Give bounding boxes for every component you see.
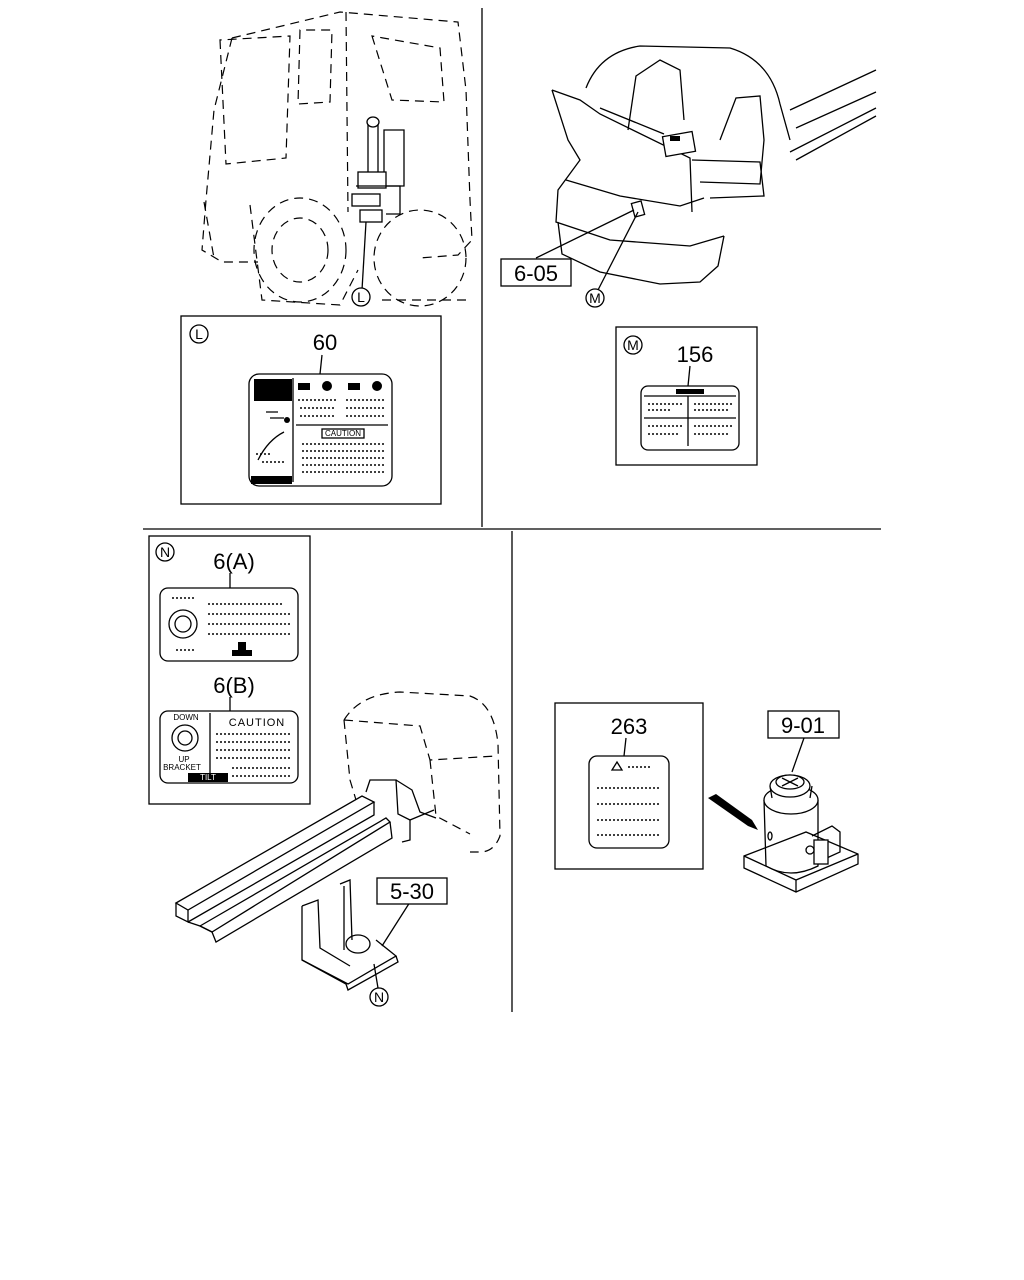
svg-text:L: L: [195, 326, 203, 342]
bottle-jack-illustration: [743, 774, 859, 893]
svg-text:CAUTION: CAUTION: [325, 429, 361, 438]
leader-lines-bottom-left: [373, 901, 411, 989]
leader-lines-top-right: [535, 209, 639, 291]
svg-text:L: L: [357, 289, 365, 305]
svg-text:9-01: 9-01: [781, 713, 825, 738]
svg-text:TILT: TILT: [200, 773, 216, 782]
svg-text:M: M: [627, 337, 639, 353]
callout-N-chassis: N: [369, 987, 389, 1007]
svg-text:BRACKET: BRACKET: [163, 763, 201, 772]
detail-box-M: M 156: [615, 326, 758, 466]
svg-text:6-05: 6-05: [514, 261, 558, 286]
svg-text:263: 263: [611, 714, 648, 739]
svg-text:156: 156: [677, 342, 714, 367]
chassis-illustration: [174, 691, 501, 991]
detail-box-N: N 6(A) 6(B) DOWN UP BRACKET TILT CAUTION: [148, 535, 311, 805]
svg-text:UP: UP: [178, 755, 189, 764]
leader-line-9-01: [791, 737, 805, 773]
ref-box-6-05[interactable]: 6-05: [500, 258, 572, 287]
cab-interior-illustration: [551, 45, 877, 285]
svg-text:6(A): 6(A): [213, 549, 255, 574]
svg-text:CAUTION: CAUTION: [229, 717, 286, 729]
detail-box-263: 263: [554, 702, 704, 870]
callout-M-cab: M: [585, 288, 605, 308]
arrow-to-jack: [708, 794, 758, 830]
svg-text:5-30: 5-30: [390, 879, 434, 904]
svg-text:6(B): 6(B): [213, 673, 255, 698]
svg-text:N: N: [160, 544, 170, 560]
truck-cab-illustration: [201, 11, 473, 307]
ref-box-5-30[interactable]: 5-30: [376, 877, 448, 905]
ref-box-9-01[interactable]: 9-01: [767, 710, 840, 739]
panel-dividers: [143, 8, 881, 1012]
callout-L-truck: L: [351, 287, 371, 307]
svg-text:60: 60: [313, 330, 337, 355]
svg-text:N: N: [374, 989, 384, 1005]
svg-text:M: M: [589, 290, 601, 306]
detail-box-L: L 60 CAUTION: [180, 315, 442, 505]
svg-text:DOWN: DOWN: [173, 713, 199, 722]
